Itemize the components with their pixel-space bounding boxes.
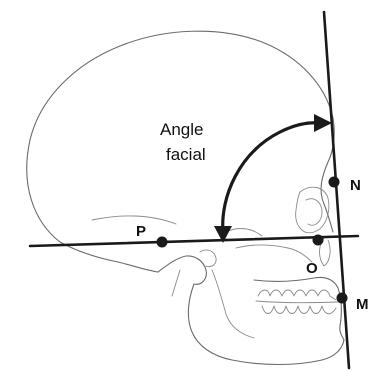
label-n: N <box>350 177 361 194</box>
ear-canal <box>200 250 216 267</box>
occipital-base <box>60 242 158 272</box>
annotation-line2: facial <box>166 145 206 164</box>
temporal-line <box>92 216 176 224</box>
orbit-inner <box>306 199 322 226</box>
skull-illustration <box>27 31 344 364</box>
point-p <box>157 237 168 248</box>
orbit-outline <box>296 187 329 233</box>
label-m: M <box>356 296 368 313</box>
label-p: P <box>136 223 146 240</box>
lower-teeth <box>262 306 336 314</box>
label-o: O <box>306 260 318 277</box>
point-n <box>329 177 340 188</box>
point-o <box>313 235 324 246</box>
arc-arrowhead-top <box>314 114 332 132</box>
bite-line <box>256 301 338 303</box>
maxilla-outline <box>254 277 338 288</box>
forehead-profile <box>321 162 333 232</box>
facial-line <box>324 12 349 368</box>
point-m <box>337 293 348 304</box>
frankfort-horizontal-line <box>30 236 358 246</box>
facial-angle-arc <box>223 123 320 233</box>
mandible-ramus <box>212 270 254 338</box>
annotation-line1: Angle <box>160 120 203 139</box>
sphenoid-detail <box>226 229 262 236</box>
mandible-outline <box>188 284 344 365</box>
styloid-process <box>172 270 180 296</box>
upper-teeth <box>258 290 336 300</box>
mastoid-process <box>158 256 206 284</box>
zygomatic-arch <box>236 245 312 262</box>
